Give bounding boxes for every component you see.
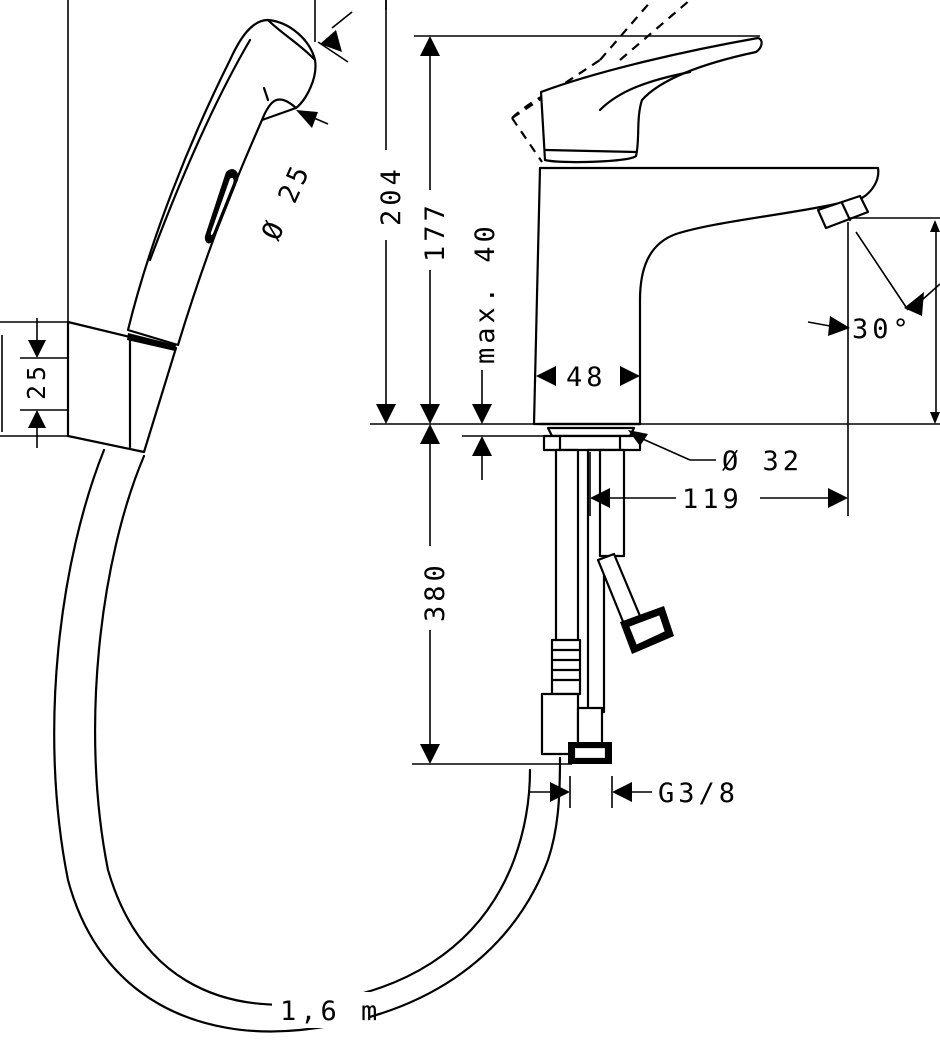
lever-handle bbox=[539, 36, 763, 164]
crimp-ribs bbox=[550, 648, 582, 682]
spout-reach-label: 119 bbox=[682, 484, 743, 515]
handle-open-outline bbox=[511, 88, 556, 119]
hose-crimp bbox=[550, 638, 582, 696]
hand-shower-face bbox=[266, 18, 317, 62]
arrow-head bbox=[472, 436, 492, 456]
aerator bbox=[816, 194, 870, 230]
handshower-diameter-label: Ø 25 bbox=[256, 158, 317, 245]
connector-right bbox=[576, 706, 604, 750]
arrow-head bbox=[590, 488, 610, 508]
dim-line bbox=[921, 283, 940, 301]
spout-angle-label: 30° bbox=[852, 314, 913, 345]
hand-shower-assembly: 1,6 m 25 Ø 25 bbox=[0, 0, 562, 1033]
arrow-head bbox=[930, 412, 940, 424]
trigger-inner bbox=[208, 175, 236, 238]
hole-diameter-label: Ø 32 bbox=[722, 446, 803, 477]
dim-line bbox=[807, 321, 831, 327]
mixer-body bbox=[532, 166, 880, 426]
height-body-label: 177 bbox=[420, 201, 451, 262]
mixer-assembly: 204 177 max. 40 380 48 Ø 32 bbox=[370, 0, 940, 809]
arrow-head bbox=[628, 430, 648, 446]
leader-line bbox=[635, 435, 691, 461]
arrow-head bbox=[536, 366, 556, 386]
dim-line bbox=[317, 41, 349, 63]
nut-g38-inner bbox=[572, 745, 608, 761]
hand-shower-ridge bbox=[148, 38, 252, 262]
arrow-head bbox=[28, 340, 46, 358]
arrow-head bbox=[296, 110, 318, 128]
arrow-head bbox=[420, 404, 440, 424]
arrow-head bbox=[420, 36, 440, 56]
arrow-head bbox=[930, 220, 940, 232]
hand-shower-head-line bbox=[260, 98, 298, 122]
arrow-head bbox=[420, 744, 440, 764]
label-bg bbox=[272, 992, 370, 1028]
hose-length-below-label: 380 bbox=[420, 561, 451, 622]
arrow-head bbox=[904, 292, 924, 316]
angle-line bbox=[855, 231, 909, 311]
hose-length-label: 1,6 m bbox=[280, 996, 381, 1027]
lever-base-line bbox=[544, 148, 638, 154]
base-plate bbox=[546, 426, 636, 438]
height-total-label: 204 bbox=[376, 165, 407, 226]
lever-highlight bbox=[598, 70, 692, 112]
arrow-head bbox=[28, 410, 46, 428]
dim-line bbox=[331, 11, 353, 29]
arrow-head bbox=[376, 404, 396, 424]
arrow-head bbox=[420, 424, 440, 444]
arrow-head bbox=[828, 316, 850, 336]
body-width-label: 48 bbox=[566, 362, 607, 393]
arrow-head bbox=[620, 366, 640, 386]
holder-top-band bbox=[127, 333, 176, 351]
mounting-nut bbox=[542, 434, 642, 452]
arrow-head bbox=[320, 30, 342, 52]
arrow-head bbox=[828, 488, 848, 508]
hose-outer bbox=[53, 448, 562, 1033]
arrow-head bbox=[612, 782, 632, 802]
angled-nut-inner bbox=[626, 612, 668, 648]
holder-height-label: 25 bbox=[22, 362, 51, 400]
arrow-head bbox=[472, 404, 492, 424]
max-thickness-label: max. 40 bbox=[470, 222, 501, 364]
aerator-ring bbox=[840, 201, 852, 222]
hose-inner bbox=[94, 454, 532, 1006]
thread-label: G3/8 bbox=[658, 778, 739, 809]
arrow-head bbox=[550, 782, 570, 802]
hand-shower-nozzle-mark bbox=[262, 86, 270, 102]
